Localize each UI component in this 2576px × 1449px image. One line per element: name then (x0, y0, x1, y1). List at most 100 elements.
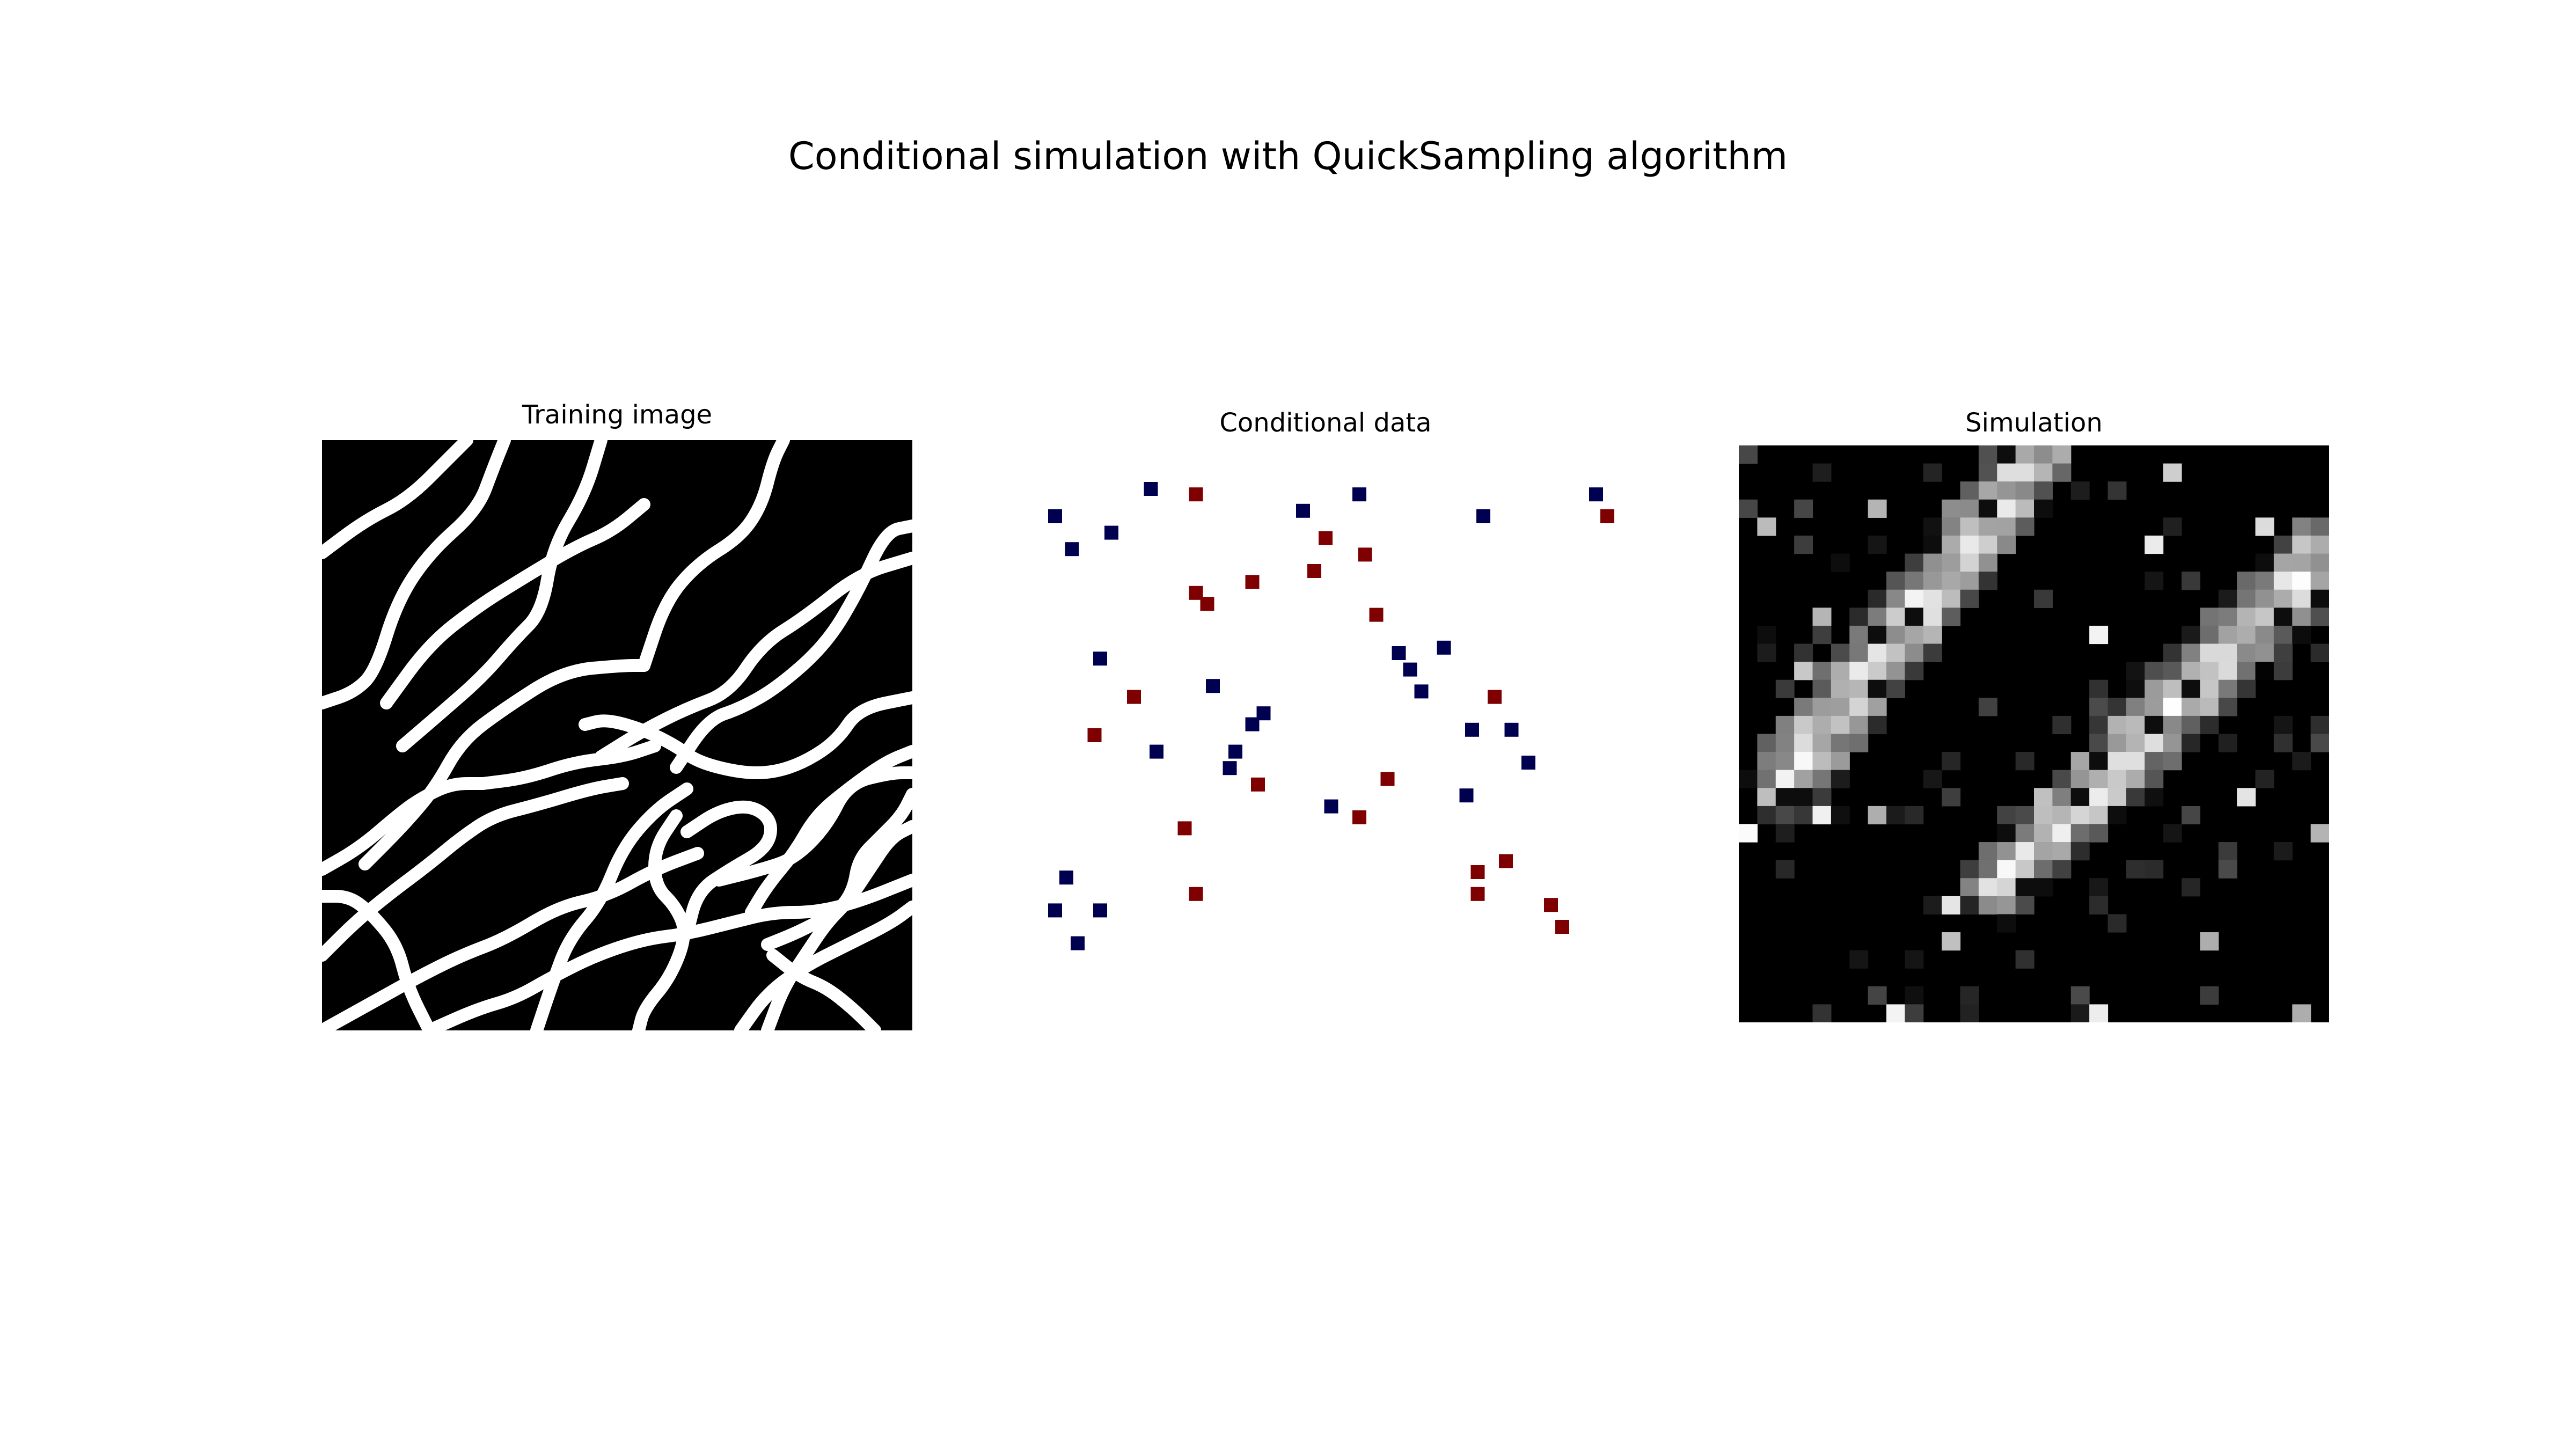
sim-cell (2200, 986, 2219, 1005)
sim-cell (1886, 608, 1905, 626)
sim-cell (1960, 986, 1979, 1005)
sim-cell (1960, 481, 1979, 500)
sim-cell (1812, 608, 1832, 626)
conditional-point-class-1-20 (1544, 898, 1558, 912)
sim-cell (1812, 788, 1832, 807)
sim-cell (1775, 752, 1795, 771)
sim-cell (2163, 715, 2182, 735)
sim-cell (2089, 806, 2109, 825)
sim-cell (2255, 553, 2274, 572)
sim-cell (1812, 463, 1832, 482)
conditional-point-class-1-0 (1189, 487, 1203, 502)
sim-cell (1794, 643, 1813, 662)
channel-18 (423, 874, 912, 1030)
sim-cell (1923, 896, 1942, 915)
sim-cell (1886, 679, 1905, 698)
sim-cell (1849, 662, 1869, 680)
sim-cell (2126, 860, 2145, 879)
sim-cell (1923, 517, 1942, 536)
sim-cell (2310, 824, 2329, 843)
sim-cell (2237, 788, 2256, 807)
sim-cell (2052, 824, 2072, 843)
sim-cell (2107, 914, 2127, 933)
training-image-svg (322, 440, 912, 1030)
sim-cell (2107, 698, 2127, 716)
sim-cell (2163, 679, 2182, 698)
sim-cell (2107, 752, 2127, 771)
sim-cell (2163, 824, 2182, 843)
sim-cell (1812, 1004, 1832, 1022)
sim-cell (2052, 445, 2072, 464)
sim-cell (2310, 572, 2329, 590)
sim-cell (1849, 950, 1869, 969)
sim-cell (2163, 752, 2182, 771)
sim-cell (1794, 662, 1813, 680)
sim-cell (2052, 770, 2072, 788)
conditional-point-class-1-12 (1380, 772, 1395, 786)
sim-cell (1757, 625, 1776, 645)
conditional-point-class-0-5 (1352, 487, 1366, 502)
sim-cell (2145, 535, 2164, 554)
sim-cell (1942, 499, 1961, 518)
sim-cell (1739, 770, 1758, 788)
sim-cell (2292, 625, 2311, 645)
sim-cell (1794, 806, 1813, 825)
sim-cell (1942, 932, 1961, 951)
sim-cell (1978, 860, 1997, 879)
sim-cell (2182, 806, 2200, 825)
conditional-point-class-1-17 (1470, 865, 1485, 879)
sim-cell (2292, 572, 2311, 590)
sim-cell (2126, 679, 2145, 698)
sim-cell (2200, 625, 2219, 645)
sim-cell (1868, 986, 1887, 1005)
sim-cell (1849, 608, 1869, 626)
sim-cell (2145, 770, 2164, 788)
sim-cell (1775, 715, 1795, 735)
sim-cell (2107, 806, 2127, 825)
sim-cell (2273, 608, 2293, 626)
conditional-point-class-0-17 (1465, 722, 1479, 737)
sim-cell (2310, 608, 2329, 626)
sim-cell (2292, 1004, 2311, 1022)
sim-cell (1775, 824, 1795, 843)
sim-cell (2163, 734, 2182, 752)
sim-cell (2052, 860, 2072, 879)
conditional-point-class-0-20 (1521, 756, 1535, 770)
sim-cell (2089, 734, 2109, 752)
sim-cell (2237, 625, 2256, 645)
sim-cell (1997, 481, 2016, 500)
conditional-point-class-1-15 (1177, 821, 1192, 836)
sim-cell (1868, 535, 1887, 554)
conditional-point-class-1-4 (1307, 564, 1321, 578)
sim-cell (2089, 1004, 2109, 1022)
sim-cell (1757, 517, 1776, 536)
sim-cell (1923, 770, 1942, 788)
conditional-point-class-1-10 (1488, 690, 1502, 704)
sim-cell (1849, 698, 1869, 716)
sim-cell (2273, 625, 2293, 645)
sim-cell (2015, 824, 2035, 843)
sim-cell (2107, 715, 2127, 735)
sim-cell (1868, 679, 1887, 698)
sim-cell (2015, 445, 2035, 464)
sim-cell (2182, 643, 2200, 662)
sim-cell (2237, 608, 2256, 626)
sim-cell (1923, 535, 1942, 554)
sim-cell (1997, 824, 2016, 843)
sim-cell (2145, 662, 2164, 680)
sim-cell (2145, 788, 2164, 807)
sim-cell (1905, 986, 1924, 1005)
conditional-data-svg (1048, 482, 1614, 950)
sim-cell (2015, 499, 2035, 518)
sim-cell (1978, 499, 1997, 518)
sim-cell (2255, 517, 2274, 536)
sim-cell (2034, 860, 2053, 879)
sim-cell (1794, 698, 1813, 716)
sim-cell (1812, 679, 1832, 698)
sim-cell (2089, 679, 2109, 698)
sim-cell (1942, 788, 1961, 807)
sim-cell (1942, 752, 1961, 771)
sim-cell (2015, 806, 2035, 825)
conditional-point-class-0-12 (1403, 662, 1417, 677)
sim-cell (2163, 643, 2182, 662)
